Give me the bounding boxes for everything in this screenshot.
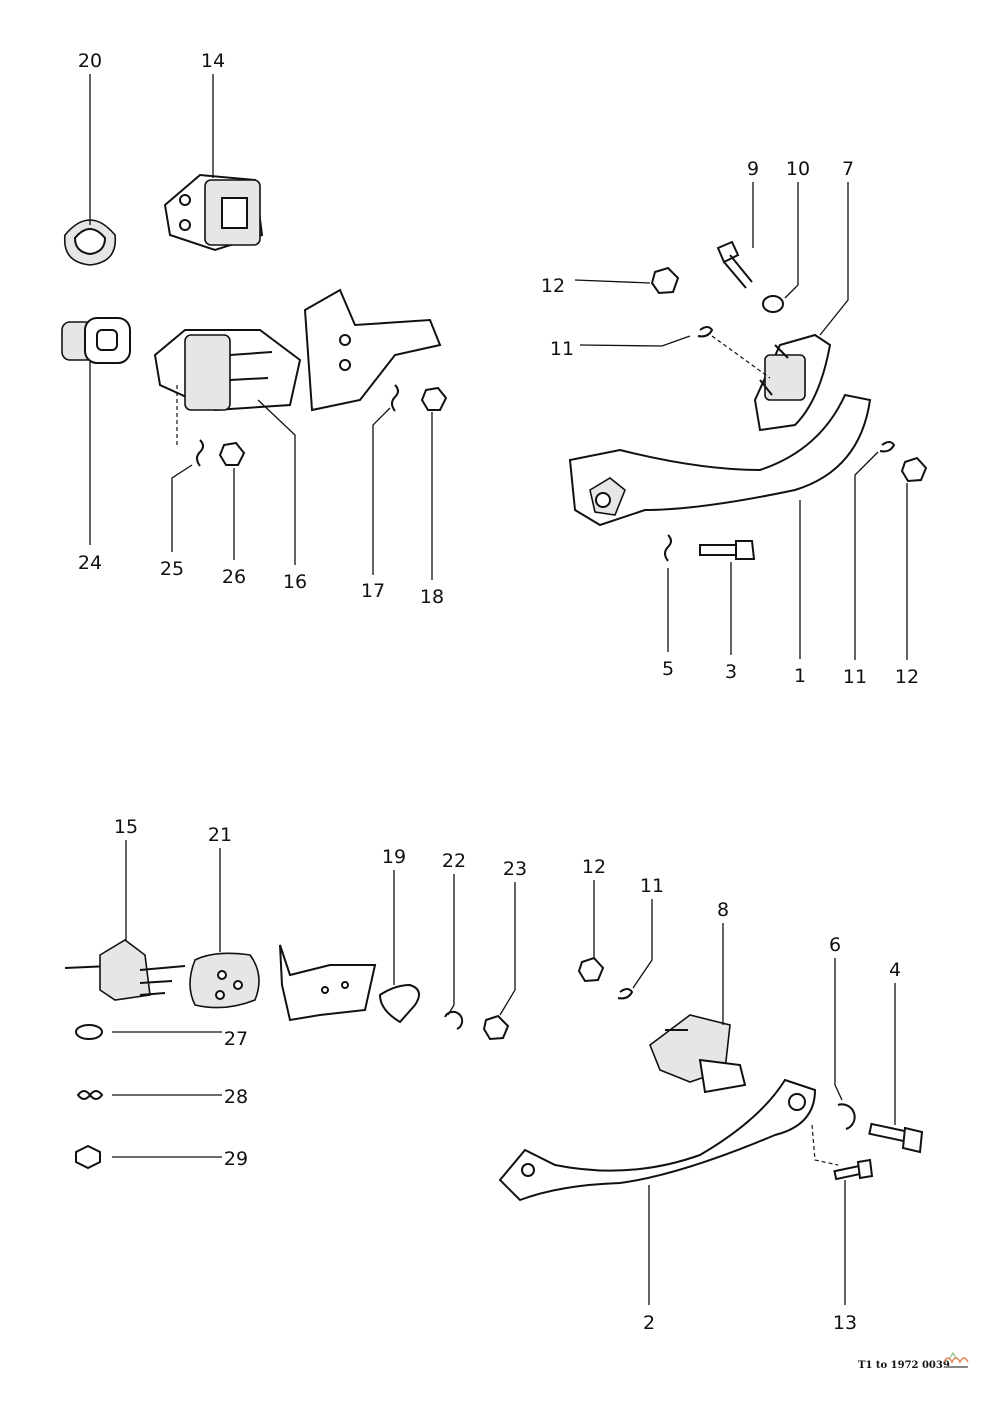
part-18-nut — [420, 386, 448, 411]
part-20-grommet — [63, 219, 117, 266]
label-22: 22 — [442, 850, 466, 872]
part-25-lockwasher — [196, 439, 204, 467]
label-21: 21 — [208, 824, 232, 846]
label-2: 2 — [643, 1312, 655, 1334]
part-11c-lockwasher — [617, 988, 634, 1000]
part-bracket-body — [303, 288, 442, 412]
label-14: 14 — [201, 50, 225, 72]
label-16: 16 — [283, 571, 307, 593]
part-8-mount — [649, 1014, 747, 1094]
part-27-o-ring — [75, 1024, 103, 1040]
part-13-bolt — [833, 1158, 874, 1181]
label-12-right: 12 — [895, 666, 919, 688]
label-3: 3 — [725, 661, 737, 683]
label-23: 23 — [503, 858, 527, 880]
part-22-washer — [444, 1010, 464, 1030]
label-1: 1 — [794, 665, 806, 687]
part-15-mount — [64, 939, 186, 1001]
part-2-crossmember — [498, 1078, 817, 1202]
label-26: 26 — [222, 566, 246, 588]
part-11b-lockwasher — [879, 441, 896, 453]
label-27: 27 — [224, 1028, 248, 1050]
part-16-mount — [153, 329, 302, 412]
label-18: 18 — [420, 586, 444, 608]
part-6-washer — [837, 1103, 856, 1130]
part-23-nut — [482, 1014, 510, 1041]
label-7: 7 — [842, 158, 854, 180]
part-10-washer — [762, 295, 784, 313]
label-24: 24 — [78, 552, 102, 574]
part-1-crossmember — [568, 393, 872, 527]
label-9: 9 — [747, 158, 759, 180]
label-12-top: 12 — [541, 275, 565, 297]
label-12-bottom: 12 — [582, 856, 606, 878]
part-24-bush — [61, 317, 131, 364]
part-11-lockwasher — [697, 326, 714, 338]
part-7-mount — [753, 333, 832, 432]
label-4: 4 — [889, 959, 901, 981]
label-15: 15 — [114, 816, 138, 838]
part-3-bolt — [699, 540, 756, 560]
diagram-reference: T1 to 1972 0039 — [858, 1360, 950, 1371]
label-19: 19 — [382, 846, 406, 868]
label-20: 20 — [78, 50, 102, 72]
label-6: 6 — [829, 934, 841, 956]
part-9-bolt — [716, 240, 753, 289]
label-17: 17 — [361, 580, 385, 602]
part-19-plate — [378, 983, 420, 1024]
label-25: 25 — [160, 558, 184, 580]
label-13: 13 — [833, 1312, 857, 1334]
label-8: 8 — [717, 899, 729, 921]
label-28: 28 — [224, 1086, 248, 1108]
part-12c-nut — [577, 956, 605, 983]
label-10: 10 — [786, 158, 810, 180]
part-29-nut — [75, 1144, 101, 1170]
part-17-lockwasher — [391, 384, 399, 412]
part-21-pad — [189, 952, 260, 1009]
part-28-lockwasher — [76, 1090, 104, 1100]
label-29: 29 — [224, 1148, 248, 1170]
part-12b-nut — [900, 456, 928, 483]
part-4-bolt — [868, 1122, 924, 1154]
label-11-top: 11 — [550, 338, 574, 360]
part-26-nut — [218, 441, 246, 466]
part-body-bracket — [279, 944, 377, 1022]
part-5-lockwasher — [664, 534, 672, 562]
paradise-logo — [943, 1352, 969, 1368]
label-5: 5 — [662, 658, 674, 680]
part-12-nut — [650, 266, 680, 295]
label-11-right: 11 — [843, 666, 867, 688]
part-14-mount — [163, 173, 264, 252]
label-11-bottom: 11 — [640, 875, 664, 897]
